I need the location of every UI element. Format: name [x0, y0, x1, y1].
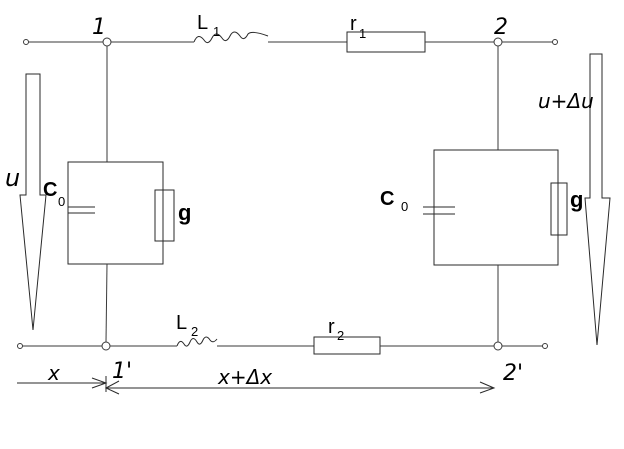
- label-L2: L: [176, 312, 187, 334]
- inductor-L1-coil: [193, 31, 269, 44]
- right-voltage-arrow: [584, 53, 611, 346]
- label-C0-left-sub: 0: [58, 194, 65, 209]
- left-branch-lower: [105, 263, 108, 343]
- label-C0-left: C: [43, 179, 57, 201]
- label-r2-sub: 2: [337, 328, 344, 343]
- label-L2-sub: 2: [191, 324, 198, 339]
- left-voltage-arrow: [19, 73, 47, 331]
- dx-dimension-arrowhead-start: [104, 380, 120, 395]
- terminal-bottom-left: [17, 343, 23, 349]
- left-conductance-g: [154, 189, 175, 242]
- label-g-left: g: [178, 200, 191, 225]
- resistor-r2: [313, 336, 381, 355]
- label-C0-right: C: [380, 188, 394, 210]
- node-1-prime: [101, 341, 111, 351]
- label-x-dx: x+Δx: [217, 365, 272, 389]
- right-conductance-g: [550, 182, 568, 236]
- terminal-top-left: [23, 39, 29, 45]
- label-C0-right-sub: 0: [401, 199, 408, 214]
- inductor-L2-coil: [176, 336, 218, 347]
- label-L1: L: [197, 12, 208, 34]
- dx-dimension-arrowhead: [479, 381, 496, 394]
- label-node-1-prime: 1': [112, 359, 132, 384]
- label-x: x: [47, 361, 60, 385]
- label-node-2: 2: [494, 15, 508, 40]
- label-u-left: u: [5, 164, 20, 192]
- node-2-prime: [493, 341, 503, 351]
- terminal-top-right: [552, 39, 558, 45]
- label-L1-sub: 1: [213, 24, 220, 39]
- terminal-bottom-right: [542, 343, 548, 349]
- label-node-1: 1: [92, 15, 106, 40]
- label-r1-sub: 1: [359, 26, 366, 41]
- label-r1: r: [350, 13, 357, 35]
- label-u-right: u+Δu: [538, 89, 594, 113]
- label-r2: r: [328, 316, 335, 338]
- label-node-2-prime: 2': [503, 361, 523, 386]
- label-g-right: g: [570, 187, 583, 212]
